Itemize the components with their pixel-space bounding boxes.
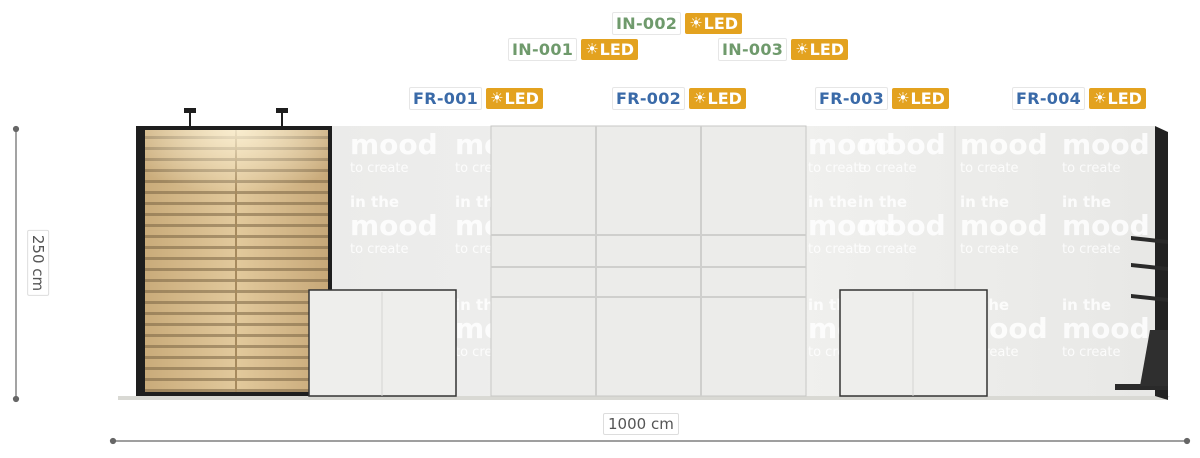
wall-graphic-text: in the <box>858 112 907 130</box>
wall-graphic-text: to create <box>1062 345 1120 360</box>
light-tag-fr-001: FR-001 ☀LED <box>409 87 543 110</box>
sun-icon: ☀ <box>490 89 504 107</box>
height-dimension-label: 250 cm <box>27 229 50 297</box>
wall-graphic-text: to create <box>858 161 916 176</box>
light-code: FR-002 <box>612 87 686 110</box>
wall-graphic-text: to create <box>1062 242 1120 257</box>
wall-graphic-text: in the <box>1062 112 1111 130</box>
light-tag-in-003: IN-003 ☀LED <box>718 38 849 61</box>
led-badge: ☀LED <box>1089 88 1146 109</box>
led-badge: ☀LED <box>791 39 849 60</box>
wall-graphic-text: mood <box>858 128 946 161</box>
wall-graphic-text: mood <box>960 128 1048 161</box>
wall-graphic-text: to create <box>350 161 408 176</box>
spotlight-icon <box>184 108 196 126</box>
wall-graphic-text: mood <box>350 209 438 242</box>
wall-graphic-text: to create <box>808 242 866 257</box>
sun-icon: ☀ <box>795 40 809 58</box>
wall-graphic-text: in the <box>960 112 1009 130</box>
wall-graphic-text: in the <box>960 193 1009 211</box>
wall-graphic-text: mood <box>350 128 438 161</box>
light-tag-in-002: IN-002 ☀LED <box>612 12 743 35</box>
light-code: FR-001 <box>409 87 483 110</box>
spotlight-icon <box>276 108 288 126</box>
led-badge: ☀LED <box>486 88 543 109</box>
floor <box>118 396 1170 400</box>
light-tag-in-001: IN-001 ☀LED <box>508 38 639 61</box>
wall-graphic-text: in the <box>1062 296 1111 314</box>
light-tag-fr-003: FR-003 ☀LED <box>815 87 949 110</box>
wall-graphic-text: in the <box>808 112 857 130</box>
wall-graphic-text: to create <box>808 161 866 176</box>
wall-graphic-text: to create <box>350 242 408 257</box>
wall-graphic-text: mood <box>1062 312 1150 345</box>
sun-icon: ☀ <box>1093 89 1107 107</box>
led-badge: ☀LED <box>689 88 746 109</box>
side-shelf-unit <box>1115 126 1168 400</box>
light-code: FR-004 <box>1012 87 1086 110</box>
wall-graphic-text: to create <box>1062 161 1120 176</box>
led-badge: ☀LED <box>892 88 949 109</box>
wall-graphic-text: mood <box>808 128 896 161</box>
wall-graphic-text: to create <box>960 161 1018 176</box>
sun-icon: ☀ <box>585 40 599 58</box>
wall-graphic-text: mood <box>858 209 946 242</box>
cabinet-wall <box>490 125 807 397</box>
light-tag-fr-002: FR-002 ☀LED <box>612 87 746 110</box>
cabinet-dividers <box>491 126 806 396</box>
width-dimension-line <box>109 437 1191 445</box>
wall-graphic-text: in the <box>1062 193 1111 211</box>
led-badge: ☀LED <box>581 39 639 60</box>
wall-graphic-text: to create <box>858 242 916 257</box>
led-badge: ☀LED <box>685 13 743 34</box>
wall-graphic-text: in the <box>858 193 907 211</box>
light-code: IN-001 <box>508 38 578 61</box>
wall-graphic-text: mood <box>1062 128 1150 161</box>
light-tag-fr-004: FR-004 ☀LED <box>1012 87 1146 110</box>
width-dimension-label: 1000 cm <box>603 413 679 435</box>
wall-graphic-text: in the <box>808 193 857 211</box>
wall-graphic-text: in the <box>350 112 399 130</box>
light-code: IN-003 <box>718 38 788 61</box>
sun-icon: ☀ <box>693 89 707 107</box>
sun-icon: ☀ <box>689 14 703 32</box>
light-code: IN-002 <box>612 12 682 35</box>
wall-graphic-text: mood <box>808 209 896 242</box>
wall-graphic-text: to create <box>960 242 1018 257</box>
wall-graphic-text: mood <box>960 209 1048 242</box>
wall-graphic-text: in the <box>350 193 399 211</box>
slat-glow <box>145 130 328 220</box>
height-dimension-line <box>12 125 20 403</box>
light-code: FR-003 <box>815 87 889 110</box>
sun-icon: ☀ <box>896 89 910 107</box>
